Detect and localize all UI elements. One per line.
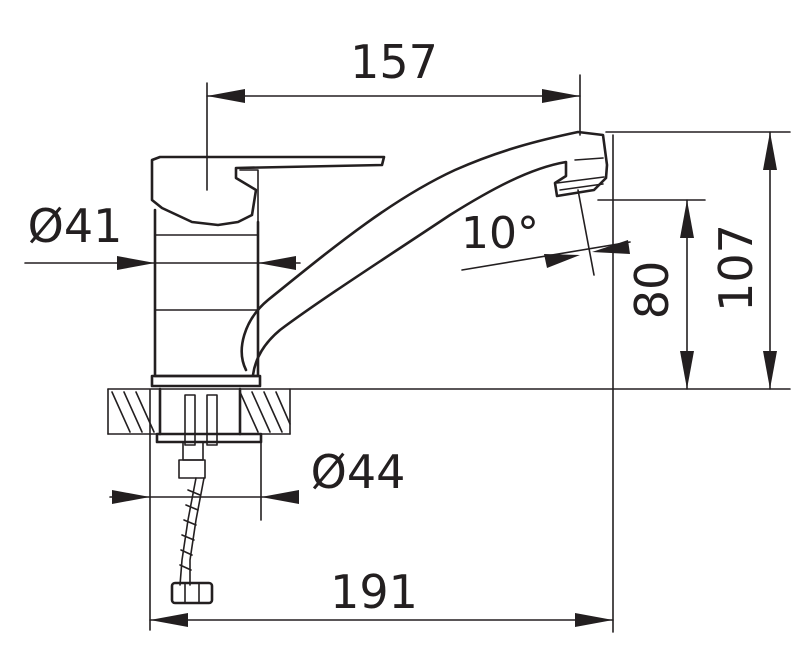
dimension-mount-diameter: Ø44 <box>109 389 406 631</box>
dimension-191: 191 <box>149 134 614 633</box>
supply-hose <box>170 477 214 605</box>
dimension-157: 157 <box>206 35 581 191</box>
dim-label-107: 107 <box>709 224 763 312</box>
countertop-hatching <box>111 391 291 433</box>
dim-label-diameter-44: Ø44 <box>311 445 406 499</box>
dimension-107: 107 <box>605 131 791 390</box>
lever-handle <box>150 155 386 227</box>
dimension-80: 80 <box>597 199 706 390</box>
faucet-outline <box>150 130 609 388</box>
dim-label-angle: 10° <box>461 208 539 259</box>
lever-detail <box>239 169 259 223</box>
dim-label-80: 80 <box>625 261 679 320</box>
hose-nut <box>170 581 214 605</box>
spout <box>240 130 609 377</box>
spout-tip-line <box>574 157 604 161</box>
dim-label-191: 191 <box>330 565 418 619</box>
dimension-body-diameter: Ø41 <box>24 199 301 270</box>
aerator <box>556 176 605 191</box>
mounting-nut <box>155 432 263 444</box>
dim-label-diameter-41: Ø41 <box>28 199 123 253</box>
dim-label-157: 157 <box>350 35 438 89</box>
dimension-angle: 10° <box>461 189 631 276</box>
countertop-section <box>107 387 614 479</box>
base-ring <box>150 374 262 388</box>
